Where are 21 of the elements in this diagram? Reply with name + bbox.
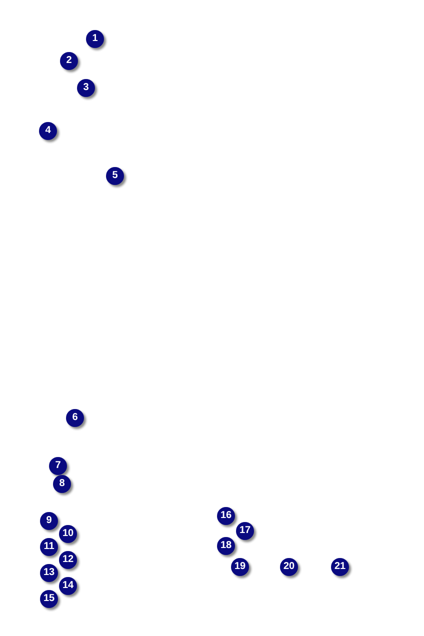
- callout-number: 5: [106, 167, 124, 185]
- callout-number: 21: [331, 558, 349, 576]
- callout-number: 9: [40, 512, 58, 530]
- callout-number: 19: [231, 558, 249, 576]
- callout-number: 20: [280, 558, 298, 576]
- callout-number: 18: [217, 537, 235, 555]
- callout-number: 4: [39, 122, 57, 140]
- callout-number: 10: [59, 525, 77, 543]
- callout-number: 16: [217, 507, 235, 525]
- callout-number: 3: [77, 79, 95, 97]
- callout-number: 8: [53, 475, 71, 493]
- callout-number: 14: [59, 577, 77, 595]
- callout-number: 7: [49, 457, 67, 475]
- callout-number: 17: [236, 522, 254, 540]
- callout-number: 1: [86, 30, 104, 48]
- callout-number: 12: [59, 551, 77, 569]
- callout-number: 6: [66, 409, 84, 427]
- callout-number: 13: [40, 564, 58, 582]
- callout-number: 2: [60, 52, 78, 70]
- callout-number: 11: [40, 538, 58, 556]
- callout-number: 15: [40, 590, 58, 608]
